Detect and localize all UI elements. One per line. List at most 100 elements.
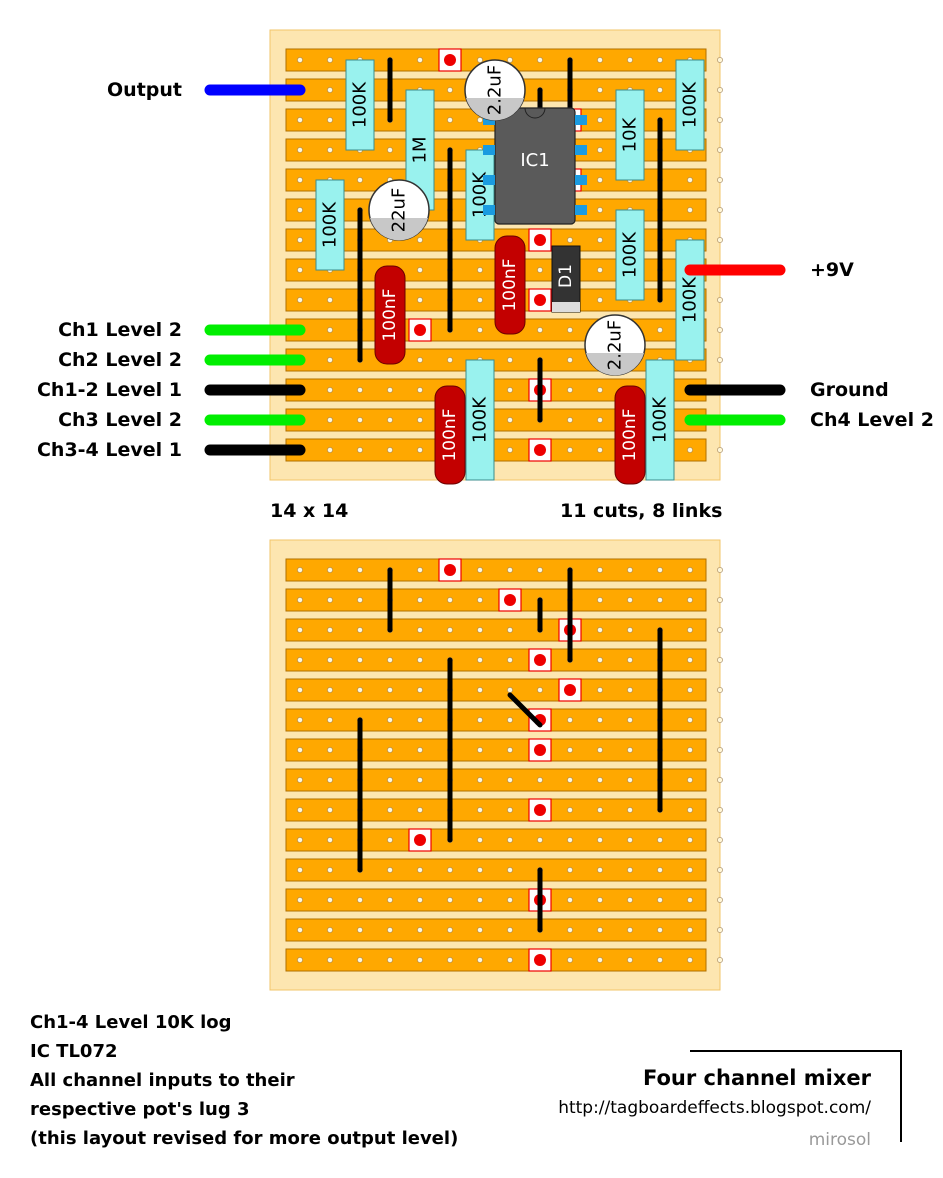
note-revision: (this layout revised for more output lev… [30, 1128, 459, 1149]
electrolytic-stripe [586, 353, 644, 376]
strip-hole [717, 597, 723, 603]
strip-hole [327, 807, 333, 813]
strip-hole [357, 897, 363, 903]
source-url[interactable]: http://tagboardeffects.blogspot.com/ [558, 1098, 871, 1118]
author-name: mirosol [808, 1130, 871, 1150]
note-pot-value: Ch1-4 Level 10K log [30, 1012, 232, 1033]
strip-hole [657, 897, 663, 903]
strip-hole [387, 837, 393, 843]
strip-hole [597, 897, 603, 903]
strip-hole [687, 897, 693, 903]
strip-hole [477, 837, 483, 843]
strip-hole [417, 627, 423, 633]
strip-hole [477, 747, 483, 753]
strip-hole [447, 117, 453, 123]
strip-hole [537, 57, 543, 63]
strip-hole [537, 267, 543, 273]
copper-strip [285, 588, 707, 612]
copper-strip [285, 558, 707, 582]
resistor [645, 359, 675, 481]
strip-hole [417, 657, 423, 663]
strip-hole [627, 837, 633, 843]
strip-hole [447, 957, 453, 963]
strip-hole [567, 357, 573, 363]
track-cut-mark [534, 294, 546, 306]
strip-hole [717, 627, 723, 633]
strip-hole [357, 597, 363, 603]
strip-hole [657, 957, 663, 963]
ic-pin [483, 175, 495, 185]
strip-hole [567, 897, 573, 903]
strip-hole [327, 387, 333, 393]
wire-label: Ch3 Level 2 [58, 409, 182, 431]
strip-hole [417, 567, 423, 573]
electrolytic-label: 2.2uF [485, 65, 506, 115]
track-cut-mark [534, 234, 546, 246]
wire-label: Ch4 Level 2 [810, 409, 934, 431]
strip-hole [567, 807, 573, 813]
strip-hole [387, 777, 393, 783]
ic-pin [575, 115, 587, 125]
strip-hole [597, 297, 603, 303]
strip-hole [297, 207, 303, 213]
board-size-label: 14 x 14 [270, 500, 349, 522]
resistor-label: 10K [620, 116, 641, 152]
track-cut-mark [444, 564, 456, 576]
strip-hole [417, 777, 423, 783]
copper-strip [285, 918, 707, 942]
strip-hole [567, 417, 573, 423]
strip-hole [597, 957, 603, 963]
strip-hole [687, 627, 693, 633]
strip-hole [327, 297, 333, 303]
strip-hole [687, 657, 693, 663]
strip-hole [597, 627, 603, 633]
strip-hole [417, 957, 423, 963]
strip-hole [477, 567, 483, 573]
strip-hole [357, 417, 363, 423]
strip-hole [537, 327, 543, 333]
strip-hole [687, 447, 693, 453]
board-substrate [269, 539, 721, 991]
strip-hole [687, 777, 693, 783]
strip-hole [597, 117, 603, 123]
strip-hole [297, 267, 303, 273]
strip-hole [297, 597, 303, 603]
strip-hole [387, 747, 393, 753]
strip-hole [657, 927, 663, 933]
strip-hole [567, 927, 573, 933]
strip-hole [327, 327, 333, 333]
strip-hole [297, 177, 303, 183]
wire-label: +9V [810, 259, 854, 281]
strip-hole [627, 957, 633, 963]
strip-hole [717, 117, 723, 123]
strip-hole [477, 117, 483, 123]
strip-hole [597, 177, 603, 183]
strip-hole [417, 747, 423, 753]
film-capacitor [434, 385, 466, 485]
strip-hole [297, 867, 303, 873]
strip-hole [717, 777, 723, 783]
strip-hole [597, 147, 603, 153]
strip-hole [327, 867, 333, 873]
film-capacitor-label: 100nF [500, 258, 520, 311]
strip-hole [687, 927, 693, 933]
track-cut-mark [534, 804, 546, 816]
strip-hole [567, 717, 573, 723]
strip-hole [567, 747, 573, 753]
wire-label: Ch1 Level 2 [58, 319, 182, 341]
ic-pin [483, 145, 495, 155]
strip-hole [657, 597, 663, 603]
strip-hole [567, 867, 573, 873]
strip-hole [357, 177, 363, 183]
strip-hole [657, 327, 663, 333]
electrolytic-stripe [370, 218, 428, 241]
resistor [615, 209, 645, 301]
strip-hole [477, 777, 483, 783]
resistor-label: 100K [650, 396, 671, 443]
strip-hole [477, 807, 483, 813]
strip-hole [477, 717, 483, 723]
film-capacitor [374, 265, 406, 365]
strip-hole [567, 777, 573, 783]
strip-hole [507, 897, 513, 903]
resistor-label: 100K [350, 81, 371, 128]
